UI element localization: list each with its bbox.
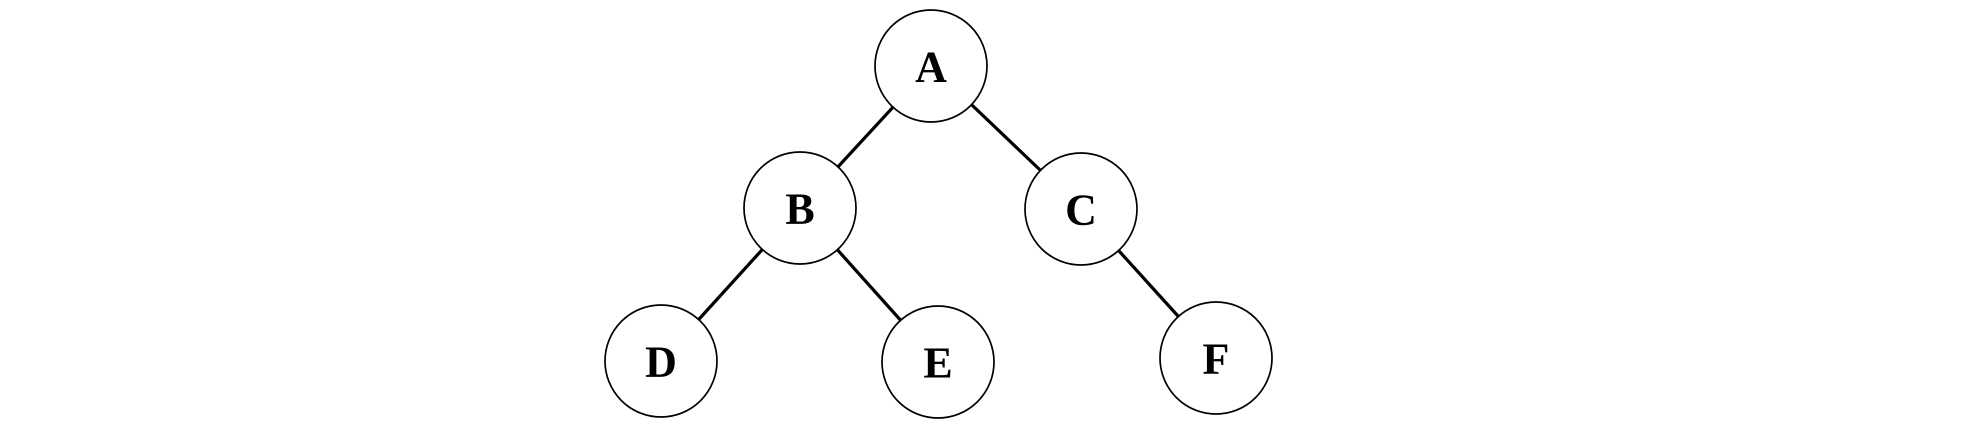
tree-node-circle-E [881, 305, 995, 419]
tree-node-E: E [881, 305, 995, 419]
tree-node-circle-A [874, 9, 988, 123]
tree-node-circle-D [604, 304, 718, 418]
tree-node-circle-B [743, 151, 857, 265]
tree-node-label-E: E [923, 338, 952, 387]
tree-node-D: D [604, 304, 718, 418]
tree-node-F: F [1159, 301, 1273, 415]
tree-node-label-A: A [915, 42, 947, 91]
tree-node-circle-F [1159, 301, 1273, 415]
tree-node-circle-C [1024, 152, 1138, 266]
tree-node-label-C: C [1065, 185, 1097, 234]
tree-node-C: C [1024, 152, 1138, 266]
tree-node-A: A [874, 9, 988, 123]
tree-node-label-D: D [645, 337, 677, 386]
tree-node-label-B: B [785, 184, 814, 233]
tree-node-label-F: F [1203, 334, 1230, 383]
tree-node-B: B [743, 151, 857, 265]
